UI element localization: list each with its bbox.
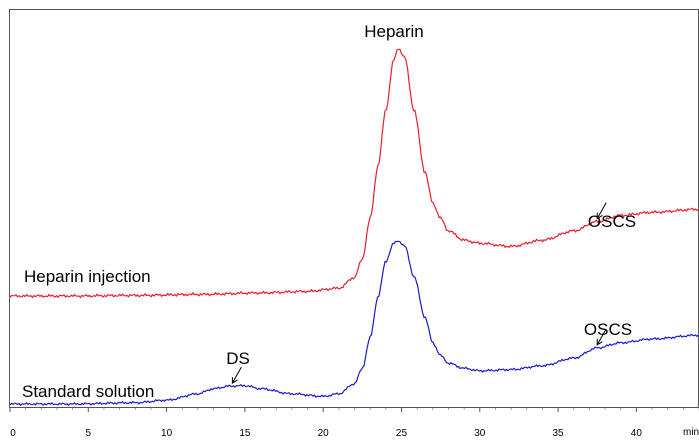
x-tick-label: 5: [86, 428, 92, 439]
series-line-heparin-injection: [9, 48, 699, 299]
series-label-heparin-injection: Heparin injection: [24, 267, 151, 286]
annotation-arrow: [596, 328, 607, 346]
series-line-standard-solution: [9, 240, 699, 407]
annotation-oscs-upper: OSCS: [588, 212, 636, 231]
annotation-heparin: Heparin: [364, 22, 424, 41]
x-tick-label: 30: [474, 428, 486, 439]
annotation-arrowhead: [231, 377, 238, 385]
annotation-arrow: [596, 202, 607, 219]
x-tick-label: 35: [553, 428, 565, 439]
annotation-arrowhead: [596, 338, 603, 346]
annotation-oscs-lower: OSCS: [584, 320, 632, 339]
x-tick-label: 25: [396, 428, 408, 439]
annotation-ds: DS: [226, 349, 250, 368]
annotation-arrow: [231, 366, 242, 384]
x-tick-label: 15: [239, 428, 251, 439]
annotation-arrowhead: [596, 212, 603, 220]
series-lines: [9, 48, 699, 407]
annotation-arrows: [231, 202, 607, 385]
x-tick-label: 0: [10, 428, 16, 439]
series-label-standard-solution: Standard solution: [22, 382, 154, 401]
x-tick-label: 10: [161, 428, 173, 439]
x-tick-label: 40: [631, 428, 643, 439]
x-tick-label: 20: [318, 428, 330, 439]
x-axis: 0 5 10 15 20 25 30 35 40: [9, 408, 699, 439]
x-axis-unit-label: min: [683, 427, 699, 438]
